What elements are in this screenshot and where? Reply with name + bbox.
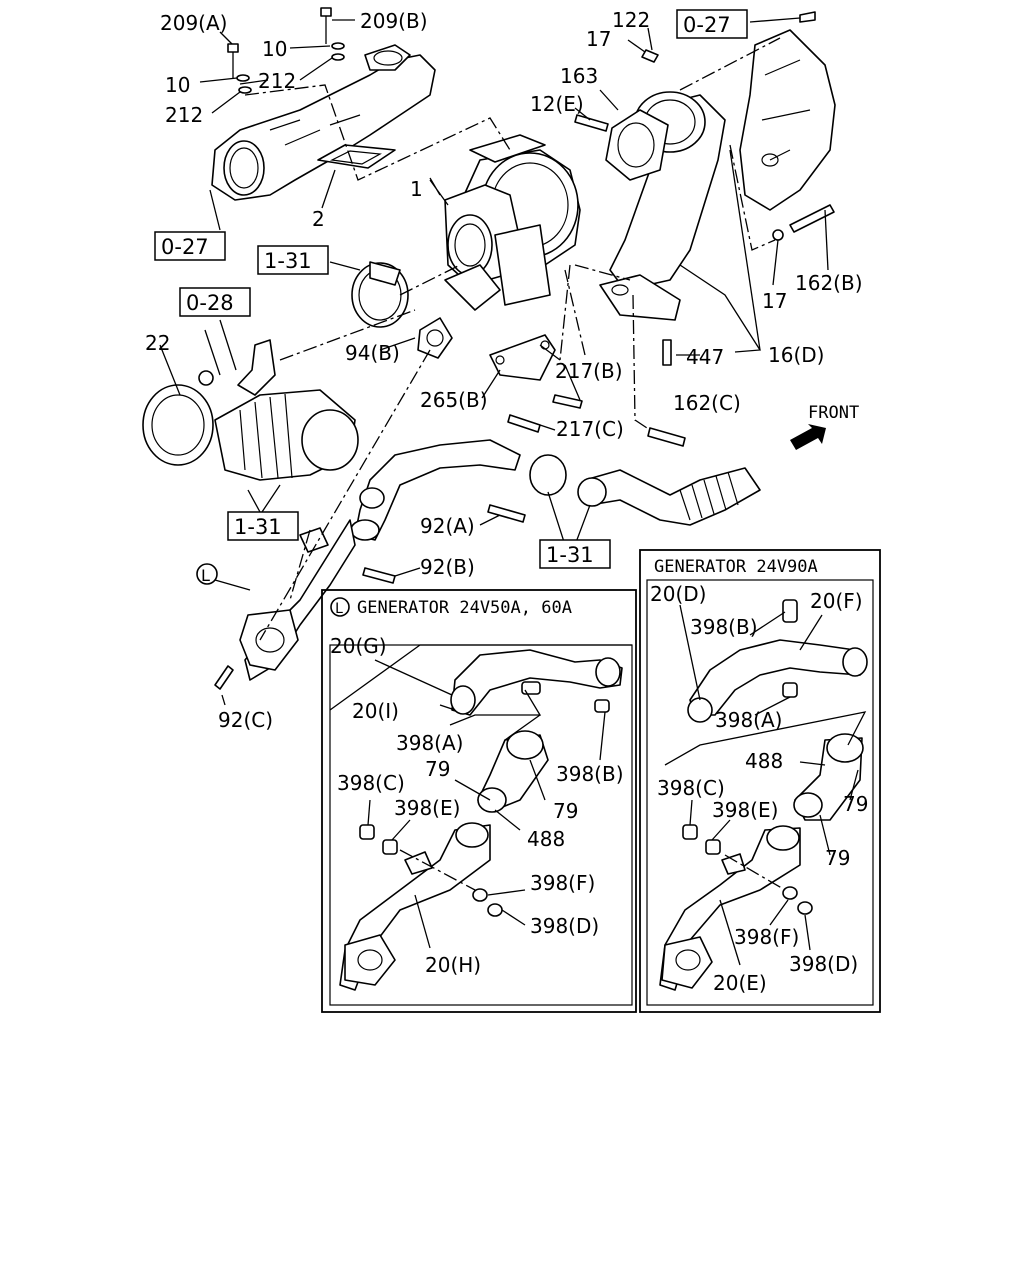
label-162c: 162(C) bbox=[673, 391, 741, 415]
label-20d: 20(D) bbox=[650, 582, 706, 606]
svg-text:1-31: 1-31 bbox=[546, 543, 594, 567]
hose-clamp-part bbox=[351, 261, 409, 328]
label-79-b-g: 79 bbox=[553, 799, 578, 823]
svg-text:0-27: 0-27 bbox=[161, 235, 209, 259]
label-488-g: 488 bbox=[527, 827, 565, 851]
turbocharger-part bbox=[444, 134, 581, 311]
label-2: 2 bbox=[312, 207, 325, 231]
exhaust-elbow-part bbox=[211, 44, 436, 201]
section-marker-l: L bbox=[335, 601, 343, 617]
corrugated-hose-part bbox=[529, 454, 761, 526]
svg-text:0-27: 0-27 bbox=[683, 13, 731, 37]
label-212-b: 212 bbox=[165, 103, 203, 127]
label-79-a-h: 79 bbox=[843, 792, 868, 816]
label-10-a: 10 bbox=[262, 37, 287, 61]
svg-text:0-28: 0-28 bbox=[186, 291, 234, 315]
label-398f-h: 398(F) bbox=[734, 925, 799, 949]
label-92b: 92(B) bbox=[420, 555, 475, 579]
label-209b: 209(B) bbox=[360, 9, 428, 33]
label-20f: 20(F) bbox=[810, 589, 863, 613]
label-398a-h: 398(A) bbox=[715, 708, 782, 732]
label-398d-h: 398(D) bbox=[789, 952, 858, 976]
ref-box-1-31-left: 1-31 bbox=[227, 511, 299, 541]
label-front: FRONT bbox=[808, 403, 859, 423]
svg-text:1-31: 1-31 bbox=[264, 249, 312, 273]
label-16d: 16(D) bbox=[768, 343, 824, 367]
label-398c-g: 398(C) bbox=[337, 771, 405, 795]
callout-l-marker: L bbox=[196, 563, 218, 585]
heat-shield-part bbox=[739, 29, 836, 211]
ref-box-1-31-right: 1-31 bbox=[539, 539, 611, 569]
label-79-a-g: 79 bbox=[425, 757, 450, 781]
label-398b-g: 398(B) bbox=[556, 762, 624, 786]
label-20e: 20(E) bbox=[713, 971, 767, 995]
label-79-b-h: 79 bbox=[825, 846, 850, 870]
section-title-24v50a-60a: GENERATOR 24V50A, 60A bbox=[357, 598, 572, 618]
label-122: 122 bbox=[612, 8, 650, 32]
label-488-h: 488 bbox=[745, 749, 783, 773]
label-217b: 217(B) bbox=[555, 359, 623, 383]
section-title-24v90a: GENERATOR 24V90A bbox=[654, 557, 818, 577]
label-398c-h: 398(C) bbox=[657, 776, 725, 800]
label-92c: 92(C) bbox=[218, 708, 273, 732]
center-pipe-part bbox=[239, 439, 521, 681]
leader-lines bbox=[159, 17, 829, 706]
label-398e-h: 398(E) bbox=[712, 798, 778, 822]
ref-box-0-27-left: 0-27 bbox=[154, 231, 226, 261]
bracket-part bbox=[489, 334, 556, 381]
label-162b: 162(B) bbox=[795, 271, 863, 295]
label-17-a: 17 bbox=[586, 27, 611, 51]
label-10-b: 10 bbox=[165, 73, 190, 97]
label-1: 1 bbox=[410, 177, 423, 201]
section-24v90a: GENERATOR 24V90A 20(D) 398(B) 20(F) 398(… bbox=[650, 557, 868, 995]
label-217c: 217(C) bbox=[556, 417, 624, 441]
bolts-top-left bbox=[227, 7, 345, 94]
label-398d-g: 398(D) bbox=[530, 914, 599, 938]
label-398a-g: 398(A) bbox=[396, 731, 463, 755]
bolts-center bbox=[214, 394, 583, 690]
label-209a: 209(A) bbox=[160, 11, 227, 35]
ref-box-0-28: 0-28 bbox=[179, 287, 251, 317]
gasket-94b-part bbox=[417, 317, 453, 359]
label-398e-g: 398(E) bbox=[394, 796, 460, 820]
label-20h: 20(H) bbox=[425, 953, 481, 977]
label-20i: 20(I) bbox=[352, 699, 399, 723]
label-212-a: 212 bbox=[258, 69, 296, 93]
label-22: 22 bbox=[145, 331, 170, 355]
label-398f-g: 398(F) bbox=[530, 871, 595, 895]
label-94b: 94(B) bbox=[345, 341, 400, 365]
bolts-right bbox=[574, 11, 835, 447]
label-265b: 265(B) bbox=[420, 388, 488, 412]
label-20g: 20(G) bbox=[330, 634, 387, 658]
label-398b-h: 398(B) bbox=[690, 615, 758, 639]
part-labels-main: 209(A) 209(B) 10 10 212 212 2 1 122 17 1… bbox=[145, 8, 863, 732]
intake-hose-part bbox=[142, 339, 359, 481]
label-12e: 12(E) bbox=[530, 92, 584, 116]
section-frame-24v90a bbox=[639, 549, 881, 1013]
ref-box-0-27-top: 0-27 bbox=[676, 9, 748, 39]
label-163: 163 bbox=[560, 64, 598, 88]
section-frame-24v50a-60a bbox=[321, 589, 637, 1013]
ref-box-1-31-top: 1-31 bbox=[257, 245, 329, 275]
section-24v50a-60a: L GENERATOR 24V50A, 60A 20(G) 20(I) 398(… bbox=[330, 597, 624, 977]
svg-text:1-31: 1-31 bbox=[234, 515, 282, 539]
front-arrow-icon bbox=[790, 424, 826, 450]
label-447: 447 bbox=[686, 345, 724, 369]
label-17-b: 17 bbox=[762, 289, 787, 313]
exhaust-pipe-part bbox=[599, 91, 726, 321]
svg-text:L: L bbox=[201, 566, 210, 585]
label-92a: 92(A) bbox=[420, 514, 475, 538]
